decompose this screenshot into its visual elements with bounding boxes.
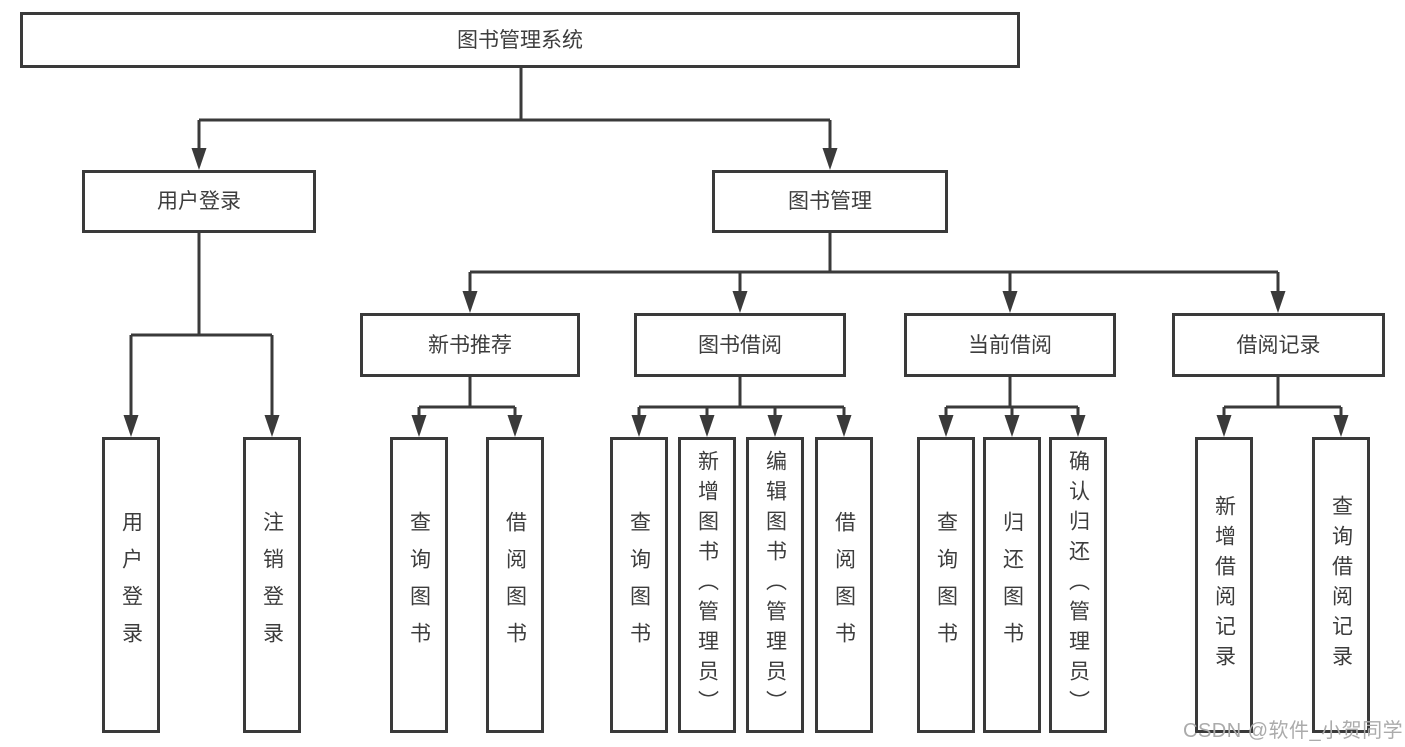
node-records-add-borrow-record: 新增借阅记录 xyxy=(1195,437,1253,733)
node-book-borrowing: 图书借阅 xyxy=(634,313,846,377)
node-current-return-books: 归还图书 xyxy=(983,437,1041,733)
node-current-confirm-return-admin: 确认归还（管理员） xyxy=(1049,437,1107,733)
node-current-query-books: 查询图书 xyxy=(917,437,975,733)
node-library-management-system: 图书管理系统 xyxy=(20,12,1020,68)
node-user-login-branch: 用户登录 xyxy=(82,170,316,233)
node-recommend-query-books: 查询图书 xyxy=(390,437,448,733)
node-new-book-recommendation: 新书推荐 xyxy=(360,313,580,377)
node-book-management: 图书管理 xyxy=(712,170,948,233)
node-logout: 注销登录 xyxy=(243,437,301,733)
node-borrowing-edit-book-admin: 编辑图书（管理员） xyxy=(746,437,804,733)
watermark: CSDN @软件_小贺同学 xyxy=(1183,720,1404,742)
node-user-login: 用户登录 xyxy=(102,437,160,733)
node-recommend-borrow-books: 借阅图书 xyxy=(486,437,544,733)
node-records-query-borrow-record: 查询借阅记录 xyxy=(1312,437,1370,733)
node-current-borrowing: 当前借阅 xyxy=(904,313,1116,377)
node-borrowing-borrow-books: 借阅图书 xyxy=(815,437,873,733)
arrowheads xyxy=(123,148,1349,437)
node-borrowing-records: 借阅记录 xyxy=(1172,313,1385,377)
node-borrowing-add-book-admin: 新增图书（管理员） xyxy=(678,437,736,733)
node-borrowing-query-books: 查询图书 xyxy=(610,437,668,733)
